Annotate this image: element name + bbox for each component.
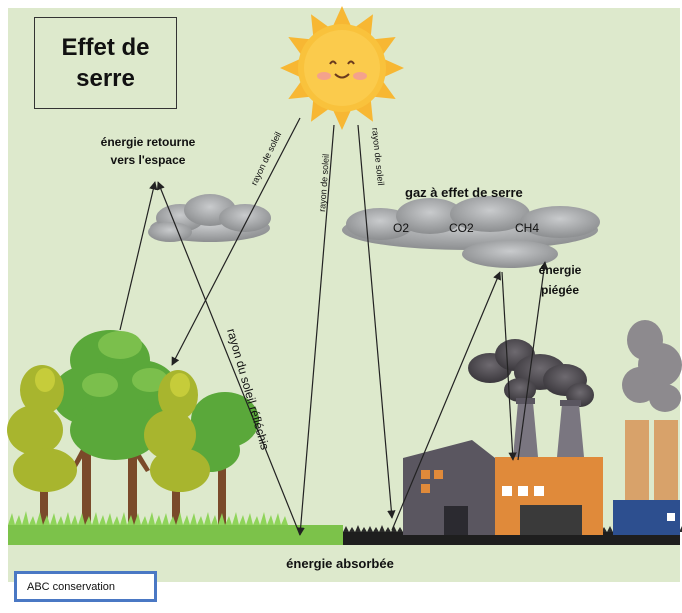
chimneys xyxy=(513,398,678,500)
factory-smoke xyxy=(468,339,594,407)
credit-box: ABC conservation xyxy=(14,571,157,602)
energy-returns-label-1: énergie retourne xyxy=(101,135,196,149)
greenhouse-gases-label: gaz à effet de serre xyxy=(405,185,523,200)
factory xyxy=(403,440,680,535)
far-smoke xyxy=(622,320,682,412)
trapped-energy-label-2: piégée xyxy=(541,283,579,297)
energy-returns-label-2: vers l'espace xyxy=(111,153,186,167)
trees xyxy=(7,330,259,528)
sun-icon xyxy=(280,6,404,130)
gas-ch4-label: CH4 xyxy=(515,221,539,235)
trapped-energy-label-1: énergie xyxy=(539,263,582,277)
gas-o2-label: O2 xyxy=(393,221,409,235)
gas-co2-label: CO2 xyxy=(449,221,474,235)
sun-ray-label-2: rayon de soleil xyxy=(317,154,331,213)
absorbed-energy-label: énergie absorbée xyxy=(286,556,394,571)
greenhouse-gas-cloud xyxy=(342,196,600,268)
credit-label: ABC conservation xyxy=(27,580,116,593)
energy-arrows xyxy=(119,117,549,536)
